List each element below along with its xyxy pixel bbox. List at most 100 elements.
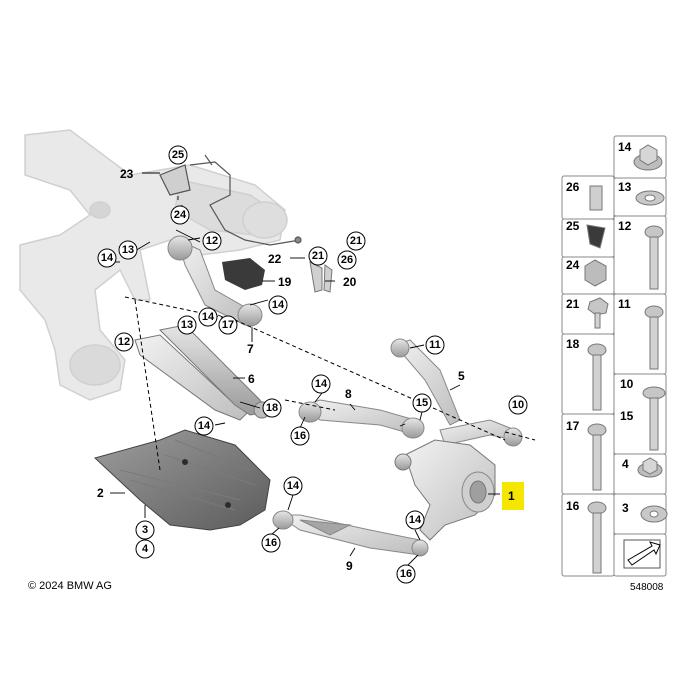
svg-text:23: 23 [120, 167, 134, 181]
table-label-13: 13 [618, 180, 632, 194]
svg-text:21: 21 [350, 235, 362, 247]
svg-text:14: 14 [198, 420, 211, 432]
callout-21: 21 [308, 246, 328, 266]
clamp-icon [586, 224, 606, 249]
copyright-text: © 2024 BMW AG [28, 580, 112, 592]
callout-12: 12 [202, 231, 222, 251]
bolt-icon [644, 225, 664, 290]
bolt-icon [644, 305, 664, 370]
height-sensor-wiring [159, 154, 302, 246]
callout-1-highlight: 1 [502, 482, 524, 510]
table-label-21: 21 [566, 297, 580, 311]
callout-21: 21 [346, 231, 366, 251]
callout-12: 12 [114, 332, 134, 352]
callout-16: 16 [396, 564, 416, 584]
document-number: 548008 [630, 582, 664, 593]
bracket-19 [222, 258, 265, 290]
callout-8: 8 [345, 387, 352, 401]
callouts: 25 23 24 12 13 14 21 26 21 22 19 20 13 1… [97, 145, 528, 584]
rear-subframe [19, 129, 288, 401]
svg-text:14: 14 [409, 514, 422, 526]
table-label-24: 24 [566, 258, 580, 272]
svg-text:11: 11 [429, 339, 441, 351]
callout-16: 16 [290, 426, 310, 446]
callout-24: 24 [170, 205, 190, 225]
nut-icon [637, 457, 663, 478]
svg-text:13: 13 [181, 319, 193, 331]
svg-text:14: 14 [101, 252, 114, 264]
svg-text:16: 16 [265, 537, 277, 549]
table-label-14: 14 [618, 140, 632, 154]
table-label-26: 26 [566, 180, 580, 194]
callout-10: 10 [508, 395, 528, 415]
callout-17: 17 [218, 315, 238, 335]
svg-text:14: 14 [315, 378, 328, 390]
flange-nut-icon [633, 144, 663, 171]
upper-control-arm-7 [167, 235, 263, 327]
link-20 [309, 261, 333, 293]
svg-text:19: 19 [278, 275, 292, 289]
table-label-15: 15 [620, 409, 634, 423]
leader-lines [108, 172, 500, 567]
svg-text:12: 12 [206, 235, 218, 247]
table-label-17: 17 [566, 419, 580, 433]
callout-3: 3 [135, 520, 155, 540]
svg-text:24: 24 [174, 209, 187, 221]
bolt-icon [587, 423, 607, 491]
svg-text:21: 21 [312, 250, 324, 262]
svg-text:14: 14 [272, 299, 285, 311]
shield-plate-2 [94, 429, 271, 531]
svg-text:25: 25 [172, 149, 184, 161]
callout-14: 14 [283, 476, 303, 496]
table-label-16: 16 [566, 499, 580, 513]
callout-15: 15 [412, 393, 432, 413]
wheel-carrier-1 [394, 439, 496, 541]
callout-14: 14 [97, 248, 117, 268]
callout-14: 14 [194, 416, 214, 436]
callout-4: 4 [135, 539, 155, 559]
table-label-3: 3 [622, 501, 629, 515]
svg-text:6: 6 [248, 372, 255, 386]
callout-22: 22 [268, 252, 282, 266]
table-label-12: 12 [618, 219, 632, 233]
callout-16: 16 [261, 533, 281, 553]
svg-text:10: 10 [512, 399, 524, 411]
svg-text:7: 7 [247, 342, 254, 356]
control-arm-8 [298, 399, 425, 439]
callout-14: 14 [405, 510, 425, 530]
bolt-icon [587, 297, 609, 329]
callout-14: 14 [311, 374, 331, 394]
callout-14: 14 [268, 295, 288, 315]
callout-6: 6 [248, 372, 255, 386]
table-label-11: 11 [618, 297, 631, 311]
svg-text:22: 22 [268, 252, 282, 266]
bolt-icon [587, 501, 607, 574]
callout-26: 26 [337, 250, 357, 270]
svg-text:26: 26 [341, 254, 353, 266]
callout-14: 14 [198, 307, 218, 327]
spring-clip-icon [589, 185, 603, 211]
svg-text:3: 3 [142, 524, 148, 536]
svg-text:16: 16 [400, 568, 412, 580]
callout-18: 18 [262, 398, 282, 418]
table-label-18: 18 [566, 337, 580, 351]
svg-text:2: 2 [97, 486, 104, 500]
arrow-icon [623, 539, 661, 569]
table-label-4: 4 [622, 457, 629, 471]
eccentric-bolt-icon [642, 386, 666, 451]
callout-19: 19 [278, 275, 292, 289]
link-5 [390, 338, 461, 426]
svg-text:4: 4 [142, 543, 149, 555]
nut-icon [584, 259, 607, 287]
callout-23: 23 [120, 167, 134, 181]
svg-text:14: 14 [287, 480, 300, 492]
svg-text:8: 8 [345, 387, 352, 401]
table-label-25: 25 [566, 219, 580, 233]
parts-table-icons [584, 144, 668, 574]
svg-text:5: 5 [458, 369, 465, 383]
parts-table [561, 135, 667, 577]
callout-11: 11 [425, 335, 445, 355]
long-bolt-icon [587, 343, 607, 411]
svg-text:20: 20 [343, 275, 357, 289]
